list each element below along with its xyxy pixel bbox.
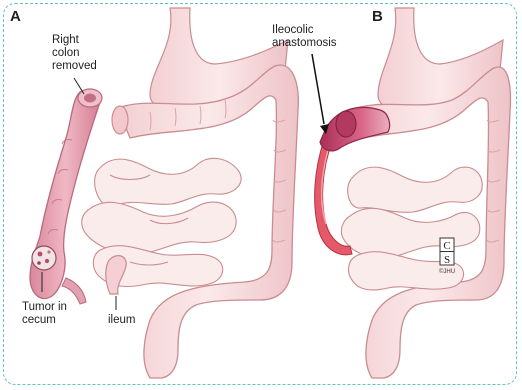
label-tumor-in-cecum: Tumor in cecum — [22, 301, 67, 327]
panel-label-a: A — [10, 8, 21, 25]
ileum-stub-a — [106, 256, 126, 294]
colon-stump-a — [112, 106, 128, 134]
label-line-cecum: cecum — [22, 314, 67, 327]
label-line-colon: colon — [52, 47, 97, 60]
label-right-colon-removed: Right colon removed — [52, 34, 97, 73]
logo-letter-s: S — [444, 254, 450, 266]
jhu-logo: C S ©JHU — [437, 237, 461, 277]
logo-copyright: ©JHU — [439, 268, 455, 275]
label-line-right: Right — [52, 34, 97, 47]
tumor — [32, 246, 56, 270]
label-line-ileocolic: Ileocolic — [272, 24, 337, 37]
panel-label-b: B — [372, 8, 383, 25]
label-ileocolic-anastomosis: Ileocolic anastomosis — [272, 24, 337, 50]
label-line-tumor-in: Tumor in — [22, 301, 67, 314]
small-intestine-b — [341, 167, 482, 290]
logo-letter-c: C — [443, 240, 450, 252]
panel-b-anatomy — [312, 8, 510, 378]
label-line-removed: removed — [52, 60, 97, 73]
small-intestine-a — [82, 158, 241, 286]
label-ileum: ileum — [108, 314, 135, 327]
label-line-anastomosis: anastomosis — [272, 37, 337, 50]
